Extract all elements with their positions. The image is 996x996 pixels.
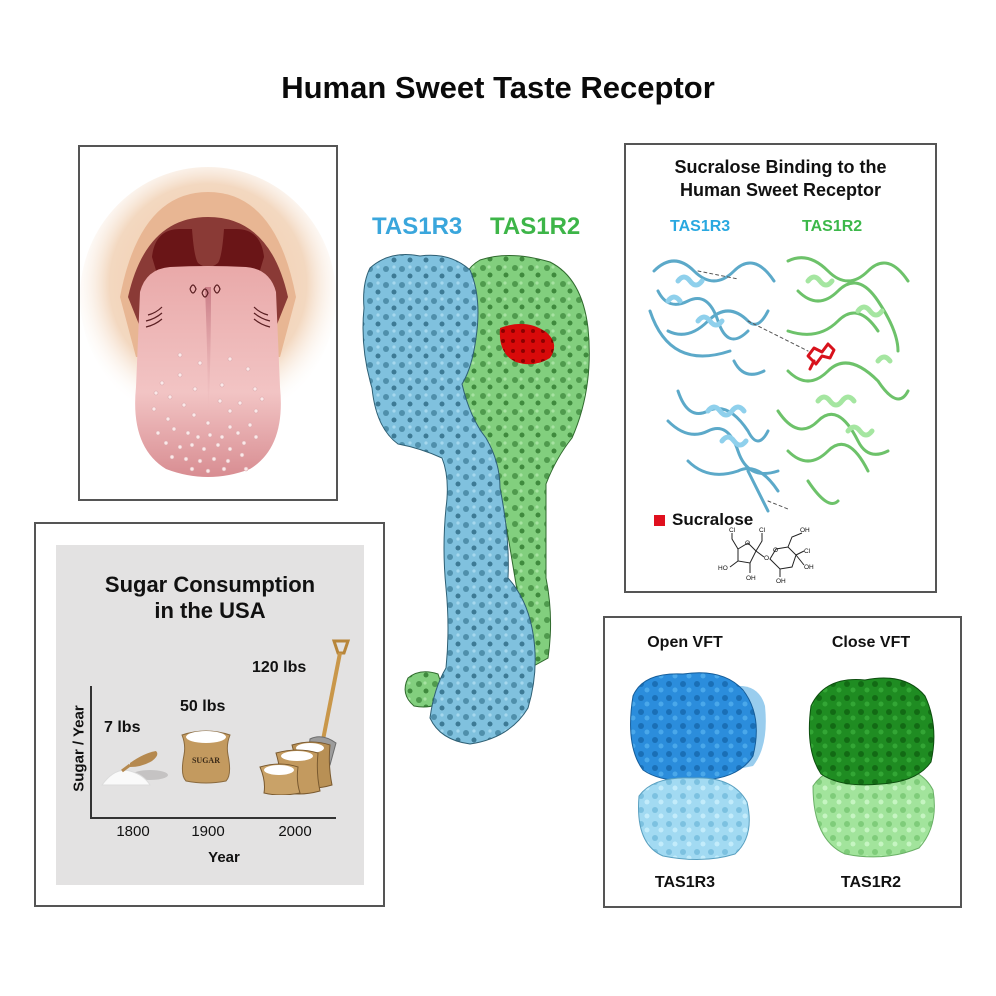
vft-label-tas1r2: TAS1R2 [840,874,902,891]
sucralose-chemical-structure: Cl Cl O O O OH Cl OH OH HO OH [718,527,814,585]
svg-text:O: O [773,547,778,554]
svg-text:Cl: Cl [759,527,766,534]
sugar-sack-1900-icon: SUGAR [181,730,231,784]
sucralose-title-line1: Sucralose Binding to the [674,157,887,177]
sucralose-legend-label: Sucralose [672,510,754,529]
sucralose-title-line2: Human Sweet Receptor [679,180,882,200]
svg-text:OH: OH [746,575,756,582]
svg-text:Cl: Cl [804,548,811,555]
x-axis-line [90,817,336,819]
sucralose-label-tas1r2: TAS1R2 [802,218,863,235]
sugar-title-line1: Sugar Consumption [104,572,316,597]
sugar-panel: Sugar Consumption in the USA Sugar / Yea… [34,522,385,907]
x-tick-2000: 2000 [278,823,312,840]
svg-text:O: O [745,540,750,547]
y-axis-label: Sugar / Year [70,705,88,792]
x-axis-label: Year [208,849,240,866]
sucralose-legend-swatch [654,515,665,526]
svg-text:OH: OH [804,564,814,571]
y-axis-line [90,686,92,819]
sucralose-label-tas1r3: TAS1R3 [670,218,731,235]
sugar-pile-1800-icon [101,751,168,786]
sucralose-panel: Sucralose Binding to the Human Sweet Rec… [624,143,937,593]
cryo-em-density-map [362,254,590,745]
tongue-illustration [80,147,336,499]
svg-text:HO: HO [718,565,728,572]
page-title: Human Sweet Taste Receptor [281,70,715,105]
value-label-1900: 50 lbs [180,698,226,715]
sugar-sacks-2000-icon [259,639,351,795]
x-tick-1800: 1800 [116,823,150,840]
value-label-2000: 120 lbs [252,659,307,676]
svg-text:SUGAR: SUGAR [192,756,220,765]
sugar-panel-background: Sugar Consumption in the USA Sugar / Yea… [56,545,364,885]
ribbon-structure [648,256,910,513]
value-label-1800: 7 lbs [104,719,141,736]
center-label-tas1r2: TAS1R2 [490,213,581,240]
close-vft-surface [808,677,935,858]
vft-close-title: Close VFT [831,634,911,651]
svg-text:O: O [764,555,769,562]
vft-open-title: Open VFT [647,634,723,651]
x-tick-1900: 1900 [191,823,225,840]
vft-label-tas1r3: TAS1R3 [654,874,716,891]
center-label-tas1r3: TAS1R3 [372,213,463,240]
svg-text:Cl: Cl [729,527,736,534]
svg-text:OH: OH [776,578,786,585]
open-vft-surface [630,672,766,861]
tongue-panel [78,145,338,501]
vft-panel: Open VFT Close VFT [603,616,962,908]
sugar-title-line2: in the USA [154,598,266,623]
svg-text:OH: OH [800,527,810,534]
